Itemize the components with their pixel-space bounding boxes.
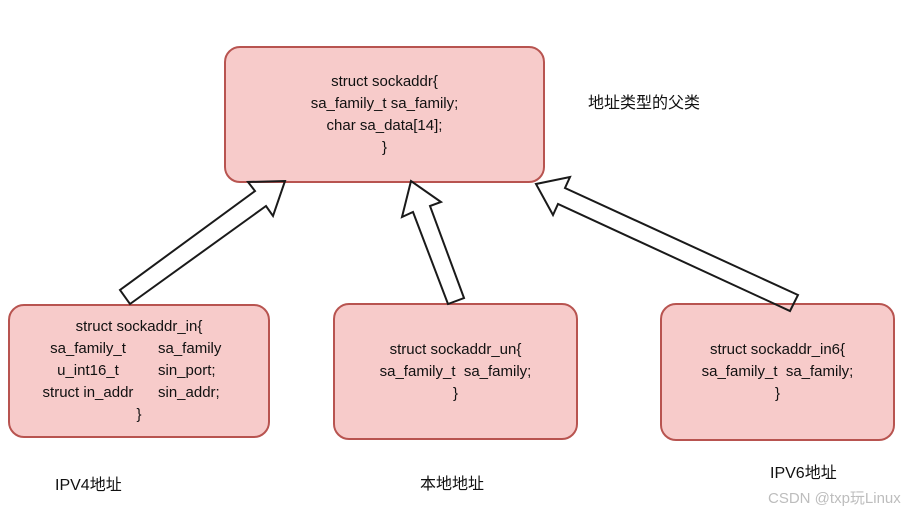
code-line: sa_family_t sa_family;: [701, 363, 854, 380]
struct-field-row: struct in_addr sin_addr;: [10, 382, 268, 404]
code-line: }: [381, 138, 387, 156]
local-address-label: 本地地址: [420, 476, 485, 493]
node-struct-sockaddr-un: struct sockaddr_un{ sa_family_t sa_famil…: [333, 303, 578, 440]
code-line: }: [136, 406, 142, 423]
code-line: sa_family_t sa_family;: [310, 94, 459, 112]
field-name: sin_port;: [158, 362, 216, 379]
field-name: sin_addr;: [158, 384, 220, 401]
code-line: struct sockaddr{: [331, 72, 438, 90]
code-line: }: [774, 385, 780, 402]
field-type: sa_family_t: [50, 340, 126, 357]
struct-field-row: sa_family_t sa_family: [10, 338, 268, 360]
node-struct-sockaddr-in: struct sockaddr_in{ sa_family_t sa_famil…: [8, 304, 270, 438]
arrow-ipv4-to-parent: [118, 179, 287, 306]
code-line: }: [452, 384, 458, 402]
struct-field-row: u_int16_t sin_port;: [10, 360, 268, 382]
code-line: struct sockaddr_in6{: [709, 341, 846, 358]
node-struct-sockaddr-in6: struct sockaddr_in6{ sa_family_t sa_fami…: [660, 303, 895, 441]
arrow-local-to-parent: [400, 179, 466, 306]
code-line: char sa_data[14];: [326, 116, 443, 134]
parent-class-label: 地址类型的父类: [588, 95, 701, 112]
ipv6-address-label: IPV6地址: [770, 465, 837, 482]
field-name: sa_family: [158, 340, 222, 357]
ipv4-address-label: IPV4地址: [55, 477, 122, 494]
code-line: struct sockaddr_un{: [389, 340, 522, 358]
csdn-watermark: CSDN @txp玩Linux: [768, 490, 901, 507]
arrow-ipv6-to-parent: [534, 175, 800, 313]
field-type: u_int16_t: [57, 362, 119, 379]
code-line: sa_family_t sa_family;: [379, 362, 532, 380]
code-line: struct sockaddr_in{: [75, 318, 203, 335]
node-struct-sockaddr: struct sockaddr{ sa_family_t sa_family; …: [224, 46, 545, 183]
field-type: struct in_addr: [42, 384, 134, 401]
